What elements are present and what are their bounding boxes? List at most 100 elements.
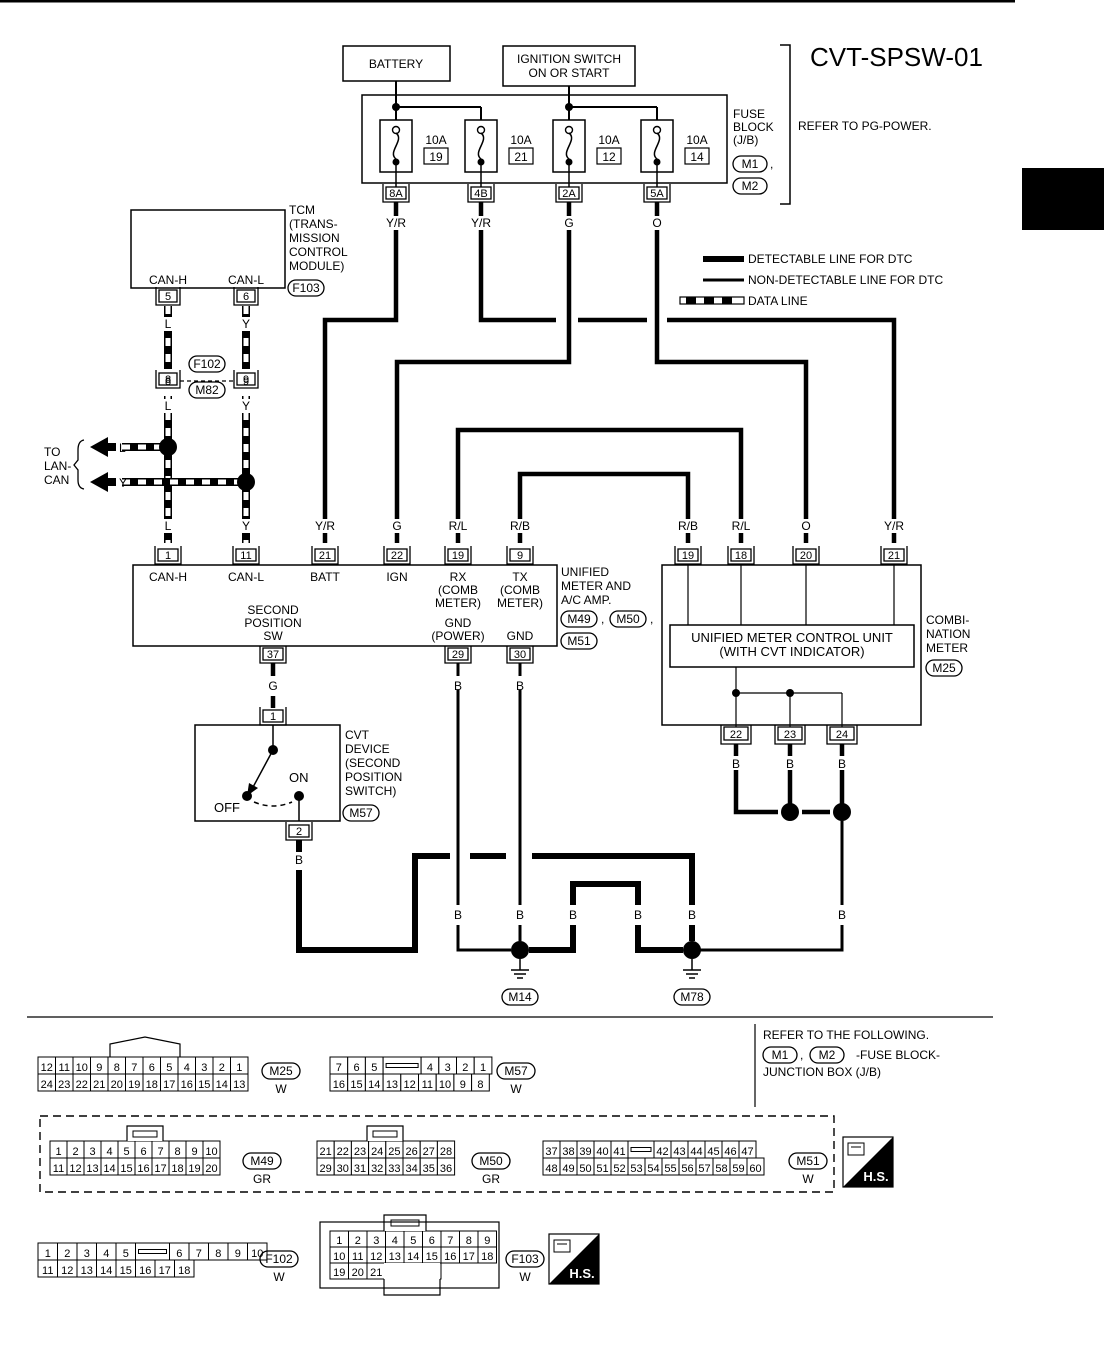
unified-pin-9-label-2: METER) — [497, 596, 543, 610]
svg-text:Y/R: Y/R — [315, 519, 335, 533]
wire-unified-gnd-power — [456, 690, 511, 952]
cvt-label-5: SWITCH) — [345, 784, 396, 798]
fuse-terminal-2A: 2A — [555, 184, 583, 203]
svg-text:12: 12 — [602, 150, 616, 164]
svg-text:8: 8 — [174, 1146, 180, 1158]
unified-pin-22: 22 — [383, 546, 411, 565]
connector-tag-m50: M50 — [609, 610, 647, 628]
unified-pin-9: 9 — [506, 546, 534, 565]
svg-text:10A: 10A — [510, 133, 531, 147]
legend-data-line: DATA LINE — [748, 294, 808, 308]
splice-can-l — [237, 473, 255, 491]
connector-tag-m51: M51 — [560, 632, 598, 650]
svg-text:22: 22 — [76, 1079, 88, 1091]
svg-text:20: 20 — [800, 550, 812, 562]
svg-text:3: 3 — [84, 1248, 90, 1260]
svg-text:36: 36 — [440, 1163, 452, 1175]
svg-text:23: 23 — [784, 729, 796, 741]
svg-text:37: 37 — [267, 649, 279, 661]
svg-text:12: 12 — [69, 1163, 81, 1175]
svg-text:Y/R: Y/R — [884, 519, 904, 533]
fuse-block — [361, 94, 728, 184]
svg-text:45: 45 — [707, 1146, 719, 1158]
control-unit-label-2: (WITH CVT INDICATOR) — [719, 644, 864, 659]
ground-symbol-m14 — [511, 959, 529, 979]
svg-text:M49: M49 — [250, 1154, 274, 1168]
joint-pin-8: 8 — [165, 376, 171, 388]
tcm-label-4: CONTROL — [289, 245, 348, 259]
svg-text:10: 10 — [76, 1062, 88, 1074]
svg-text:41: 41 — [613, 1146, 625, 1158]
svg-text:5: 5 — [123, 1146, 129, 1158]
connector-tag-m57: M57 — [342, 804, 380, 822]
connector-tag-m82: M82 — [188, 381, 226, 399]
svg-text:4: 4 — [103, 1248, 109, 1260]
svg-text:4: 4 — [427, 1062, 433, 1074]
fuse-block-label-3: (J/B) — [733, 133, 758, 147]
combi-ground-pin-24: 24B — [826, 725, 858, 771]
refer-tag-m2: M2 — [809, 1046, 845, 1064]
svg-text:13: 13 — [389, 1251, 401, 1263]
svg-text:9: 9 — [460, 1079, 466, 1091]
sw-label-1: SECOND — [247, 603, 299, 617]
unified-bottom-pin-30: 30B — [506, 646, 534, 693]
svg-text:6: 6 — [243, 291, 249, 303]
fuse-terminal-5A: 5A — [643, 184, 671, 203]
svg-text:-FUSE BLOCK-: -FUSE BLOCK- — [856, 1048, 940, 1062]
svg-text:27: 27 — [423, 1146, 435, 1158]
svg-text:Y: Y — [119, 476, 127, 490]
svg-text:7: 7 — [336, 1062, 342, 1074]
svg-text:24: 24 — [41, 1079, 53, 1091]
combination-meter-box — [661, 564, 922, 726]
svg-text:Y/R: Y/R — [471, 216, 491, 230]
svg-text:14: 14 — [407, 1251, 419, 1263]
joint-pin-9: 9 — [243, 376, 249, 388]
svg-text:4: 4 — [106, 1146, 112, 1158]
svg-text:Y/R: Y/R — [386, 216, 406, 230]
svg-text:M49: M49 — [567, 612, 591, 626]
svg-text:23: 23 — [58, 1079, 70, 1091]
svg-text:B: B — [454, 679, 462, 693]
svg-text:Y: Y — [242, 317, 250, 331]
svg-text:58: 58 — [715, 1163, 727, 1175]
svg-text:R/L: R/L — [449, 519, 468, 533]
svg-text:B: B — [295, 853, 303, 867]
svg-text:52: 52 — [613, 1163, 625, 1175]
tcm-pin-6: 6 — [233, 287, 259, 306]
svg-text:47: 47 — [741, 1146, 753, 1158]
cvt-label-2: DEVICE — [345, 742, 390, 756]
svg-text:9: 9 — [191, 1146, 197, 1158]
svg-text:20: 20 — [205, 1163, 217, 1175]
unified-pin-19-label-2: METER) — [435, 596, 481, 610]
svg-text:2: 2 — [64, 1248, 70, 1260]
svg-text:21: 21 — [93, 1079, 105, 1091]
connector-tag-m25: M25 — [925, 659, 963, 677]
svg-text:2: 2 — [219, 1062, 225, 1074]
hs-badge-2: H.S. — [548, 1233, 600, 1285]
svg-text:49: 49 — [562, 1163, 574, 1175]
svg-text:13: 13 — [233, 1079, 245, 1091]
svg-text:B: B — [732, 757, 740, 771]
svg-text:B: B — [516, 679, 524, 693]
svg-text:M51: M51 — [567, 634, 591, 648]
svg-text:5: 5 — [410, 1235, 416, 1247]
svg-text:35: 35 — [423, 1163, 435, 1175]
svg-text:15: 15 — [350, 1079, 362, 1091]
unified-meter-box — [132, 564, 558, 647]
harness-group-dashed — [39, 1115, 835, 1193]
svg-text:18: 18 — [178, 1265, 190, 1277]
svg-text:28: 28 — [440, 1146, 452, 1158]
svg-text:30: 30 — [514, 649, 526, 661]
combi-pin-19: 19 — [674, 546, 702, 565]
tcm-pin-name-canl: CAN-L — [228, 273, 264, 287]
svg-text:3: 3 — [373, 1235, 379, 1247]
svg-text:13: 13 — [81, 1265, 93, 1277]
combi-pin-18: 18 — [727, 546, 755, 565]
wire-cvt-ground — [296, 853, 695, 953]
svg-text:F103: F103 — [511, 1252, 539, 1266]
